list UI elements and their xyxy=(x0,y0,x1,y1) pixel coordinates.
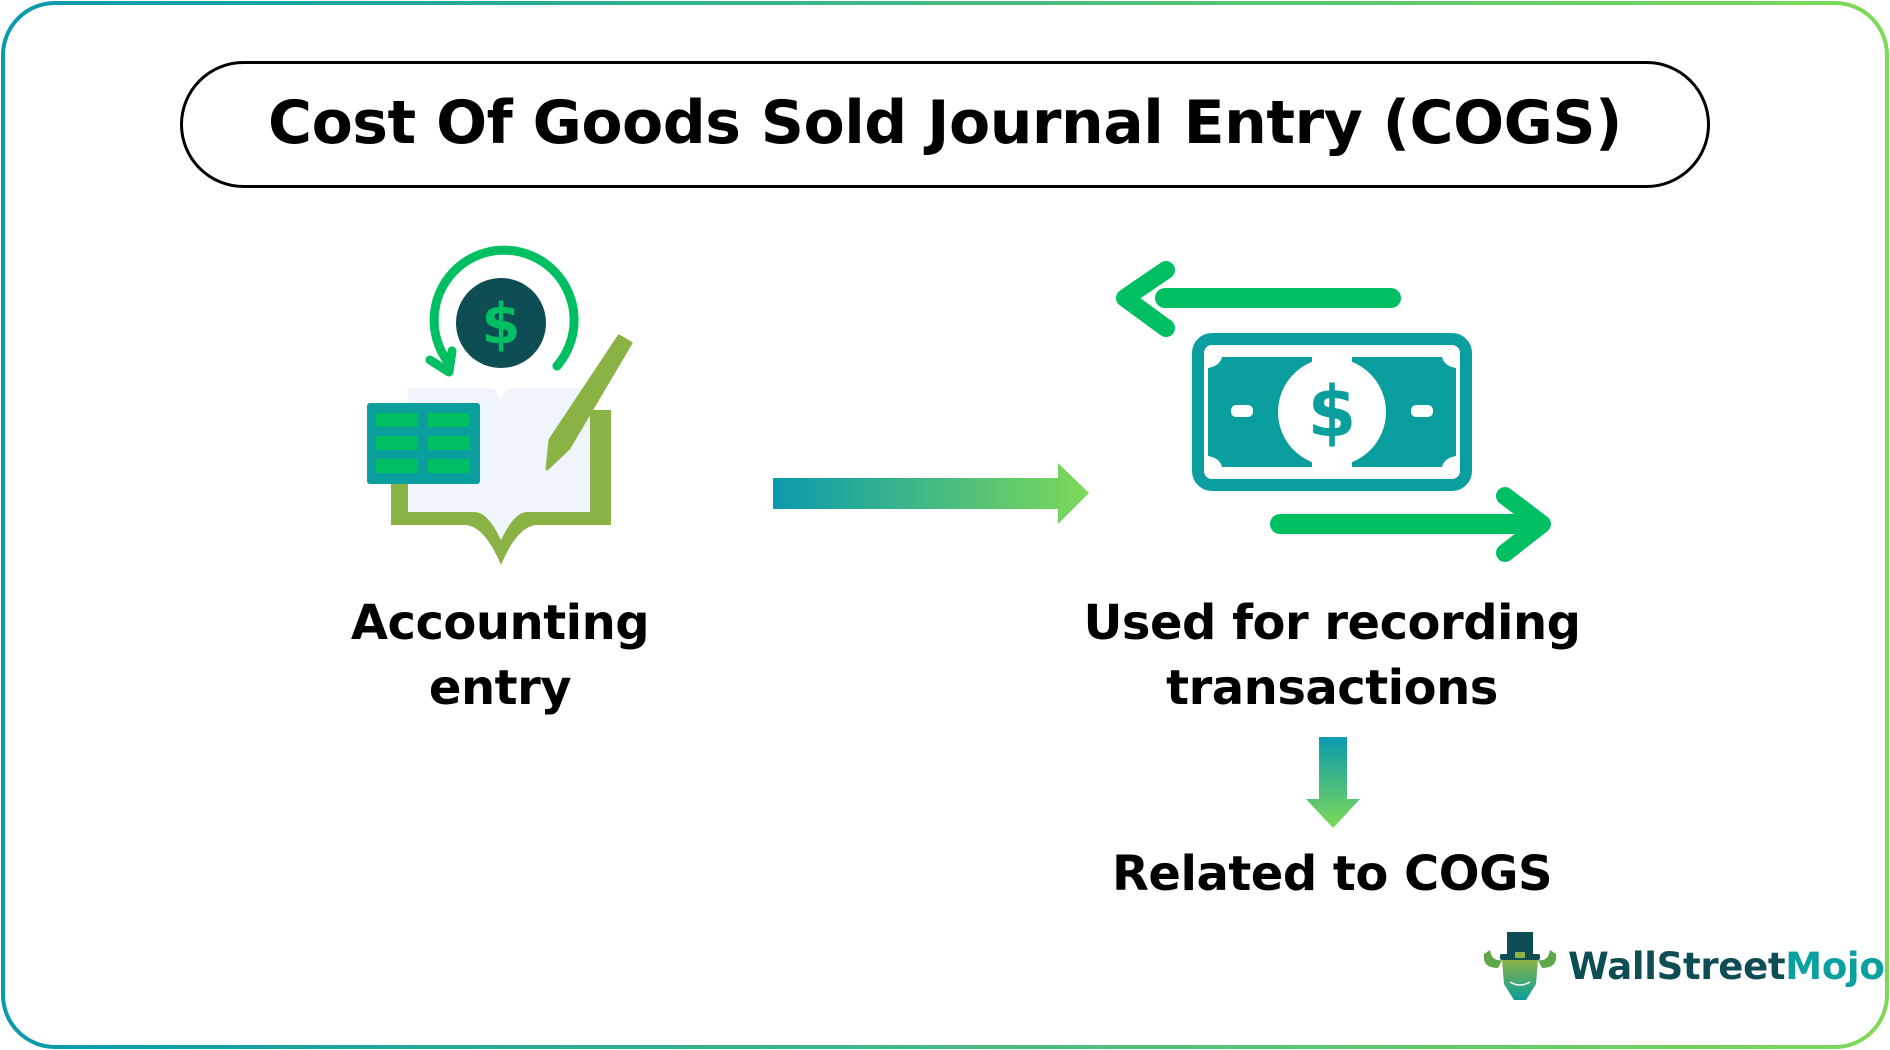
accounting-entry-line-1: Accounting xyxy=(350,595,650,651)
related-cogs-label: Related to COGS xyxy=(1082,842,1582,907)
accounting-book-icon: $ xyxy=(367,245,633,565)
recording-transactions-line-1: Used for recording xyxy=(1083,595,1581,651)
logo-text-wallstreet: WallStreet xyxy=(1568,944,1786,988)
recording-transactions-line-2: transactions xyxy=(1166,660,1498,716)
recording-transactions-label: Used for recording transactions xyxy=(1082,591,1582,721)
related-cogs-line-1: Related to COGS xyxy=(1111,846,1553,902)
money-exchange-icon: $ xyxy=(1116,261,1551,562)
bull-mascot-icon xyxy=(1483,932,1557,1000)
wallstreetmojo-logo: WallStreetMojo xyxy=(1480,926,1885,1006)
title-banner: Cost Of Goods Sold Journal Entry (COGS) xyxy=(180,61,1710,188)
accounting-entry-line-2: entry xyxy=(428,660,572,716)
page-title: Cost Of Goods Sold Journal Entry (COGS) xyxy=(268,87,1622,158)
svg-text:$: $ xyxy=(482,292,521,357)
logo-text-mojo: Mojo xyxy=(1785,944,1885,988)
down-arrow-connector xyxy=(1306,737,1360,828)
logo-wordmark: WallStreetMojo xyxy=(1568,944,1885,988)
right-arrow-connector xyxy=(773,463,1089,524)
svg-text:$: $ xyxy=(1308,371,1357,453)
accounting-entry-label: Accounting entry xyxy=(300,591,700,721)
